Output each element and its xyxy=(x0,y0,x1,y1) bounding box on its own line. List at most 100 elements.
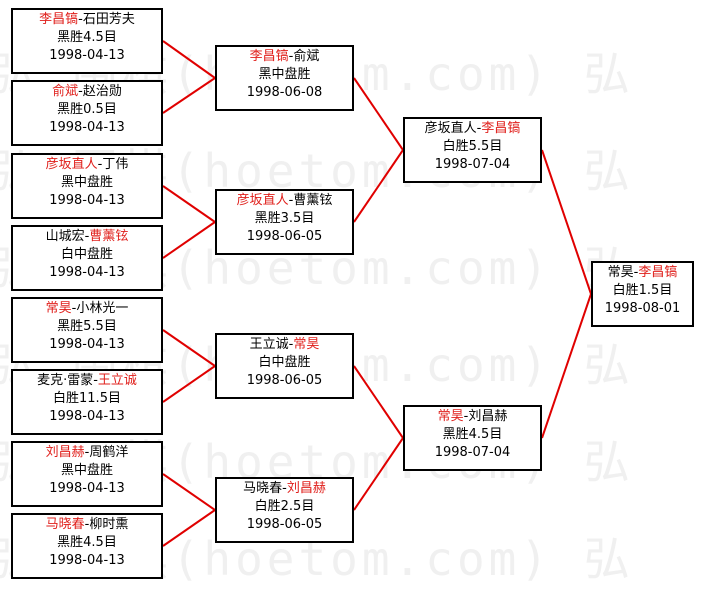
match-date: 1998-04-13 xyxy=(49,481,125,496)
player-black: 彦坂直人 xyxy=(45,157,98,172)
player-black: 常昊 xyxy=(607,265,634,280)
match-date: 1998-07-04 xyxy=(434,157,511,172)
match-players: 常昊-刘昌赫 xyxy=(405,408,540,426)
player-separator: - xyxy=(282,481,287,496)
match-players: 山城宏-曹薰铉 xyxy=(13,228,161,246)
player-separator: - xyxy=(463,409,469,424)
match-date: 1998-04-13 xyxy=(49,193,125,208)
match-result: 黑胜0.5目 xyxy=(57,102,117,117)
player-white: 王立诚 xyxy=(97,373,137,388)
player-black: 李昌镐 xyxy=(39,12,79,27)
player-separator: - xyxy=(288,337,294,352)
match-players: 李昌镐-石田芳夫 xyxy=(13,11,161,29)
player-white: 石田芳夫 xyxy=(82,12,135,27)
player-separator: - xyxy=(84,229,90,244)
match-result: 白胜2.5目 xyxy=(254,499,315,514)
match-date: 1998-04-13 xyxy=(49,265,125,280)
player-white: 俞斌 xyxy=(293,49,320,64)
player-separator: - xyxy=(78,84,83,99)
player-black: 王立诚 xyxy=(249,337,289,352)
match-result: 黑胜4.5目 xyxy=(57,30,117,45)
bracket-connector xyxy=(353,149,404,223)
match-players: 李昌镐-俞斌 xyxy=(217,48,352,66)
player-black: 马晓春 xyxy=(45,517,85,532)
match-date: 1998-06-05 xyxy=(246,373,323,388)
bracket-connector xyxy=(541,293,592,439)
player-separator: - xyxy=(288,193,294,208)
bracket-connector xyxy=(162,221,216,259)
bracket-connector xyxy=(162,329,216,367)
match-players: 马晓春-刘昌赫 xyxy=(217,480,352,498)
match-players: 彦坂直人-曹薰铉 xyxy=(217,192,352,210)
bracket-connector xyxy=(162,185,216,223)
player-white: 李昌镐 xyxy=(481,121,521,136)
player-white: 曹薰铉 xyxy=(293,193,333,208)
match-result: 黑胜5.5目 xyxy=(57,319,117,334)
match-result: 白中盘胜 xyxy=(258,355,311,370)
bracket-connector xyxy=(162,40,216,79)
player-separator: - xyxy=(288,49,294,64)
player-white: 赵治勋 xyxy=(82,84,122,99)
match-date: 1998-04-13 xyxy=(49,337,125,352)
match-result: 白胜5.5目 xyxy=(442,139,503,154)
player-white: 周鹤洋 xyxy=(89,445,129,460)
player-white: 小林光一 xyxy=(76,301,129,316)
match-date: 1998-04-13 xyxy=(49,120,125,135)
match-players: 俞斌-赵治勋 xyxy=(13,83,161,101)
player-black: 常昊 xyxy=(437,409,464,424)
bracket-connector xyxy=(541,149,592,295)
match-players: 彦坂直人-丁伟 xyxy=(13,156,161,174)
match-box: 山城宏-曹薰铉白中盘胜 1998-04-13 xyxy=(11,225,163,291)
player-separator: - xyxy=(84,517,90,532)
bracket-connector xyxy=(162,365,216,403)
player-separator: - xyxy=(633,265,639,280)
match-result: 白中盘胜 xyxy=(60,247,113,262)
match-date: 1998-08-01 xyxy=(604,301,681,316)
player-white: 刘昌赫 xyxy=(286,481,326,496)
player-white: 柳时熏 xyxy=(89,517,129,532)
match-date: 1998-04-13 xyxy=(49,409,125,424)
match-players: 王立诚-常昊 xyxy=(217,336,352,354)
match-result: 白胜11.5目 xyxy=(53,391,121,406)
match-date: 1998-07-04 xyxy=(434,445,511,460)
player-separator: - xyxy=(71,301,77,316)
match-players: 常昊-小林光一 xyxy=(13,300,161,318)
match-players: 刘昌赫-周鹤洋 xyxy=(13,444,161,462)
match-date: 1998-06-08 xyxy=(246,85,323,100)
match-date: 1998-04-13 xyxy=(49,48,125,63)
match-players: 马晓春-柳时熏 xyxy=(13,516,161,534)
match-date: 1998-04-13 xyxy=(49,553,125,568)
player-black: 俞斌 xyxy=(52,84,79,99)
player-black: 马晓春 xyxy=(243,481,283,496)
player-separator: - xyxy=(93,373,98,388)
player-separator: - xyxy=(97,157,103,172)
bracket-connector xyxy=(162,77,216,114)
player-black: 麦克·雷蒙 xyxy=(37,373,94,388)
player-separator: - xyxy=(476,121,482,136)
player-separator: - xyxy=(78,12,83,27)
player-black: 刘昌赫 xyxy=(45,445,85,460)
match-players: 麦克·雷蒙-王立诚 xyxy=(13,372,161,390)
bracket-connector xyxy=(353,437,404,511)
player-black: 常昊 xyxy=(45,301,72,316)
player-white: 常昊 xyxy=(293,337,320,352)
player-black: 彦坂直人 xyxy=(424,121,477,136)
player-separator: - xyxy=(84,445,90,460)
player-black: 李昌镐 xyxy=(249,49,289,64)
match-result: 黑中盘胜 xyxy=(258,67,311,82)
bracket-connector xyxy=(162,473,216,511)
player-black: 山城宏 xyxy=(45,229,85,244)
match-result: 黑胜3.5目 xyxy=(254,211,315,226)
player-black: 彦坂直人 xyxy=(236,193,289,208)
match-result: 白胜1.5目 xyxy=(612,283,673,298)
